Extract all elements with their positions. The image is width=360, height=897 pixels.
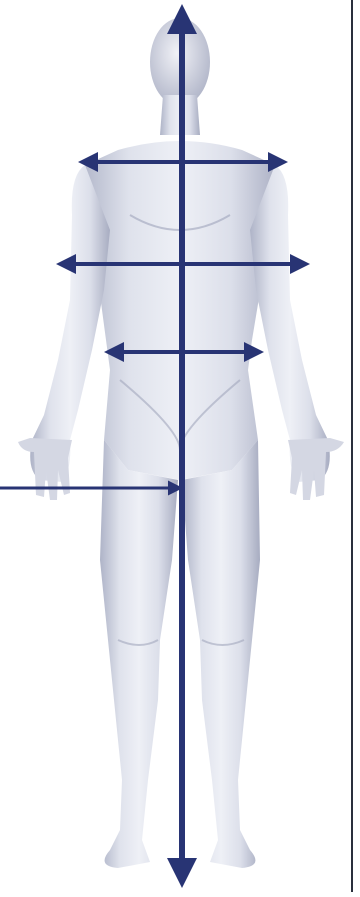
left-arm <box>30 165 110 482</box>
right-hand <box>288 438 344 500</box>
right-leg <box>182 440 260 868</box>
frame-border <box>351 0 353 892</box>
left-hand <box>18 438 72 500</box>
right-arm <box>250 165 330 482</box>
left-leg <box>100 440 178 868</box>
